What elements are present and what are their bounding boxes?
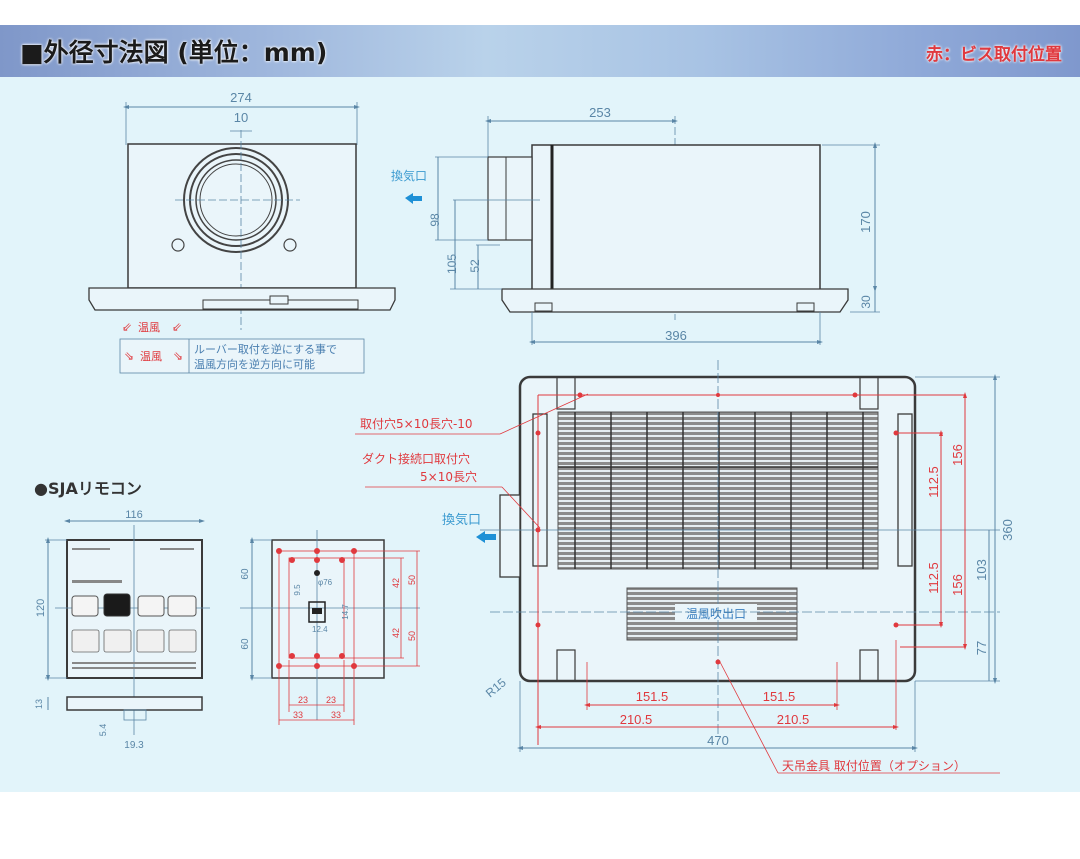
louver-note-line2: 温風方向を逆方向に可能	[194, 357, 315, 371]
side-exhaust-label: 換気口	[391, 168, 427, 183]
side-flange-dim: 30	[859, 295, 873, 309]
plate-dim-50-top: 50	[407, 575, 417, 585]
plate-dim-50-bottom: 50	[407, 631, 417, 641]
warm-air-label-bottom: 温風	[140, 350, 162, 363]
side-width-dim: 396	[665, 328, 687, 343]
dim-210-right: 210.5	[777, 712, 810, 727]
dim-156-top: 156	[950, 444, 965, 466]
warm-air-arrow-icon: ⇘	[173, 349, 183, 363]
corner-radius-label: R15	[483, 675, 509, 700]
plate-dim-12-4: 12.4	[312, 625, 328, 634]
exhaust-arrow-icon	[405, 193, 422, 204]
dim-210-left: 210.5	[620, 712, 653, 727]
remote-base-dim-b: 19.3	[124, 740, 144, 751]
total-width-dim: 470	[707, 733, 729, 748]
plate-dim-42-top: 42	[391, 578, 401, 588]
remote-button-main[interactable]	[103, 593, 131, 617]
plate-dim-14-7: 14.7	[341, 604, 350, 620]
front-offset-dim: 10	[234, 110, 248, 125]
dim-151-left: 151.5	[636, 689, 669, 704]
remote-height-dim: 120	[35, 599, 47, 617]
dim-103: 103	[974, 559, 989, 581]
plate-dim-60-bottom: 60	[240, 638, 251, 650]
exhaust-arrow-icon	[476, 531, 496, 543]
page-title: ■外径寸法図 (単位：mm)	[20, 38, 328, 67]
dim-112-bottom: 112.5	[926, 562, 941, 594]
dim-112-top: 112.5	[926, 466, 941, 498]
plate-dim-60-top: 60	[240, 568, 251, 580]
front-view: 274 10 ⇙ 温風 ⇙ ⇘ 温風 ⇘ ルーバー取付を逆にする事で 温風方向を…	[88, 90, 396, 374]
plate-dim-33-left: 33	[293, 710, 303, 720]
side-view: 253 170 30 396 98 105 52 換気	[391, 105, 880, 345]
plate-dim-33-right: 33	[331, 710, 341, 720]
duct-offset-dim: 52	[468, 259, 482, 273]
remote-base-dim-a: 5.4	[98, 724, 108, 737]
plate-dim-23-right: 23	[326, 695, 336, 705]
warm-air-label-top: 温風	[138, 321, 160, 334]
side-depth-dim: 253	[589, 105, 611, 120]
dim-156-bottom: 156	[950, 574, 965, 596]
louver-note-line1: ルーバー取付を逆にする事で	[194, 342, 337, 356]
duct-height-dim: 105	[445, 254, 459, 274]
mount-hole-label: 取付穴5×10長穴-10	[360, 416, 473, 431]
bottom-exhaust-label: 換気口	[442, 512, 481, 528]
dim-77: 77	[974, 641, 989, 655]
side-height-dim: 170	[858, 211, 873, 233]
remote-button[interactable]	[137, 595, 165, 617]
warm-air-outlet-label: 温風吹出口	[686, 607, 746, 621]
mount-plate-view: 60 60 42 42 50 50 23 23 33 33 9.5	[240, 530, 420, 725]
hanger-position-label: 天吊金具 取付位置（オプション）	[782, 758, 966, 773]
remote-button[interactable]	[167, 595, 197, 617]
screw-legend: 赤：ビス取付位置	[926, 45, 1062, 65]
warm-air-arrow-icon: ⇘	[124, 349, 134, 363]
remote-button[interactable]	[71, 595, 99, 617]
plate-dim-23-left: 23	[298, 695, 308, 705]
duct-hole-label-line2: 5×10長穴	[420, 469, 477, 484]
warm-air-arrow-icon: ⇙	[172, 320, 182, 334]
duct-dia-dim: 98	[428, 213, 442, 227]
header-banner	[0, 25, 1080, 77]
remote-section-title: ●SJAリモコン	[34, 479, 142, 498]
remote-thickness-dim: 13	[34, 699, 44, 709]
plate-dim-9-5: 9.5	[293, 584, 302, 596]
total-depth-dim: 360	[1000, 519, 1015, 541]
bottom-view: 温風吹出口 112.5 112.5 156 156 360 103 77 151…	[355, 360, 1015, 774]
front-width-dim: 274	[230, 90, 252, 105]
duct-hole-label-line1: ダクト接続口取付穴	[362, 451, 470, 466]
remote-width-dim: 116	[125, 509, 143, 521]
dim-151-right: 151.5	[763, 689, 796, 704]
remote-view: ●SJAリモコン 116 120 13 5.4 19.3	[34, 479, 210, 751]
warm-air-arrow-icon: ⇙	[122, 320, 132, 334]
plate-dim-phi76: φ76	[318, 578, 333, 587]
plate-dim-42-bottom: 42	[391, 628, 401, 638]
